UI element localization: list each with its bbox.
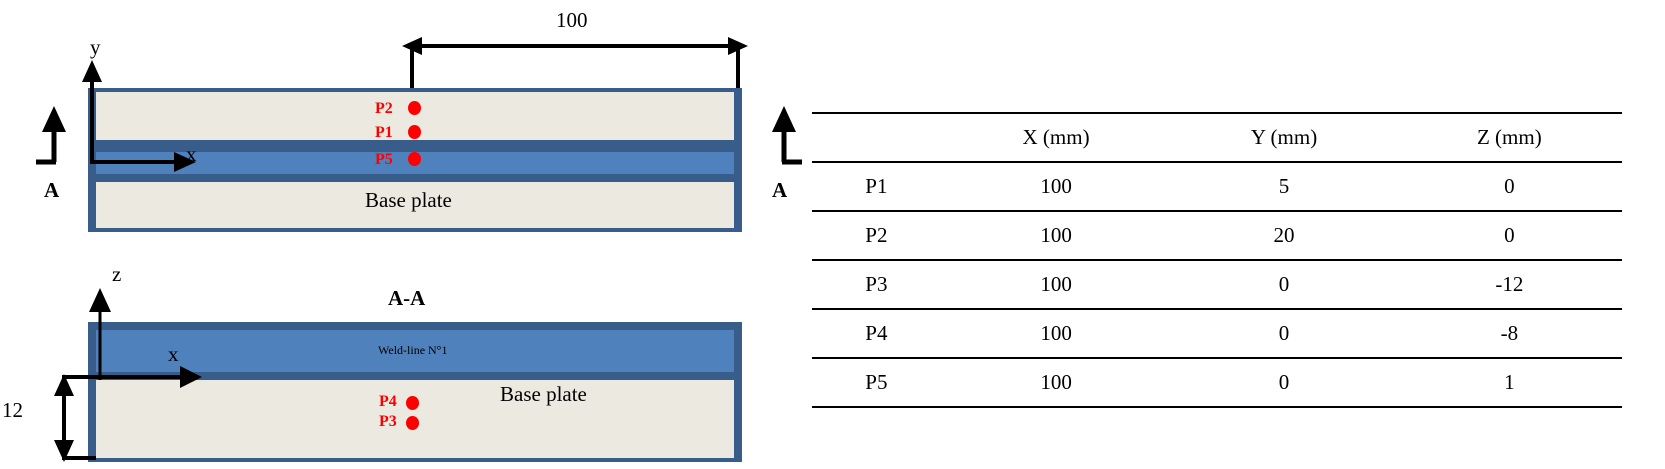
point-label-p2: P2 — [375, 100, 393, 117]
section-z-axis-arrow — [89, 288, 111, 380]
cell-point: P4 — [812, 308, 941, 358]
table-header-y: Y (mm) — [1171, 112, 1397, 162]
section-mark-left-label: A — [44, 178, 60, 202]
dimension-12-label: 12 — [2, 398, 23, 422]
point-label-p4: P4 — [379, 393, 397, 410]
point-marker-p3 — [406, 416, 419, 430]
cell-z: -8 — [1396, 308, 1622, 358]
table-row: P5 100 0 1 — [812, 357, 1622, 408]
coordinates-table: X (mm) Y (mm) Z (mm) P1 100 5 0 P2 100 2… — [812, 112, 1622, 408]
top-view-right-rail — [734, 88, 742, 232]
point-label-p3: P3 — [379, 413, 397, 430]
section-title: A-A — [388, 286, 426, 310]
table-row: P1 100 5 0 — [812, 161, 1622, 211]
section-right-rail — [734, 322, 742, 462]
cell-z: -12 — [1396, 259, 1622, 309]
section-z-axis-label: z — [112, 262, 122, 286]
point-marker-p2 — [408, 101, 421, 115]
point-label-p1: P1 — [375, 124, 393, 141]
top-view-y-axis-arrow — [82, 60, 102, 160]
table-row: P2 100 20 0 — [812, 210, 1622, 260]
top-view-x-axis-label: x — [186, 142, 197, 166]
cell-point: P2 — [812, 210, 941, 260]
table-header-point — [812, 112, 941, 162]
section-x-axis-label: x — [168, 342, 179, 366]
section-base-plate-label: Base plate — [500, 382, 587, 406]
point-label-p5: P5 — [375, 151, 393, 168]
cell-x: 100 — [940, 210, 1172, 260]
top-view-base-plate-label: Base plate — [365, 188, 452, 212]
point-marker-p4 — [406, 396, 419, 410]
section-weld-layer — [88, 330, 742, 372]
weld-line-label: Weld-line N°1 — [378, 343, 448, 357]
section-mark-right-label: A — [772, 178, 788, 202]
cell-y: 0 — [1171, 259, 1397, 309]
section-left-rail — [88, 322, 96, 462]
table-header-z: Z (mm) — [1396, 112, 1622, 162]
table-row: P4 100 0 -8 — [812, 308, 1622, 358]
point-marker-p1 — [408, 125, 421, 139]
cell-x: 100 — [940, 308, 1172, 358]
section-mark-right-arrow — [772, 106, 802, 165]
cell-point: P3 — [812, 259, 941, 309]
dimension-100-arrow — [402, 37, 748, 94]
point-marker-p5 — [408, 152, 421, 166]
dimension-12-arrow — [54, 374, 96, 462]
section-weld-top-edge — [88, 322, 742, 330]
cell-y: 5 — [1171, 161, 1397, 211]
dimension-100-label: 100 — [556, 8, 588, 32]
table-row: P3 100 0 -12 — [812, 259, 1622, 309]
cell-x: 100 — [940, 161, 1172, 211]
cell-z: 0 — [1396, 210, 1622, 260]
table-header-row: X (mm) Y (mm) Z (mm) — [812, 112, 1622, 162]
cell-z: 1 — [1396, 357, 1622, 408]
cell-point: P1 — [812, 161, 941, 211]
cell-z: 0 — [1396, 161, 1622, 211]
cell-point: P5 — [812, 357, 941, 408]
top-view-x-axis-arrow — [90, 152, 196, 172]
section-x-axis-arrow — [90, 366, 202, 388]
cell-y: 0 — [1171, 357, 1397, 408]
cell-y: 20 — [1171, 210, 1397, 260]
top-view-weld-band-top-edge — [88, 144, 742, 152]
cell-x: 100 — [940, 259, 1172, 309]
top-view-y-axis-label: y — [90, 35, 101, 59]
cell-x: 100 — [940, 357, 1172, 408]
section-mark-left-arrow — [36, 106, 66, 165]
cell-y: 0 — [1171, 308, 1397, 358]
table-header-x: X (mm) — [940, 112, 1172, 162]
